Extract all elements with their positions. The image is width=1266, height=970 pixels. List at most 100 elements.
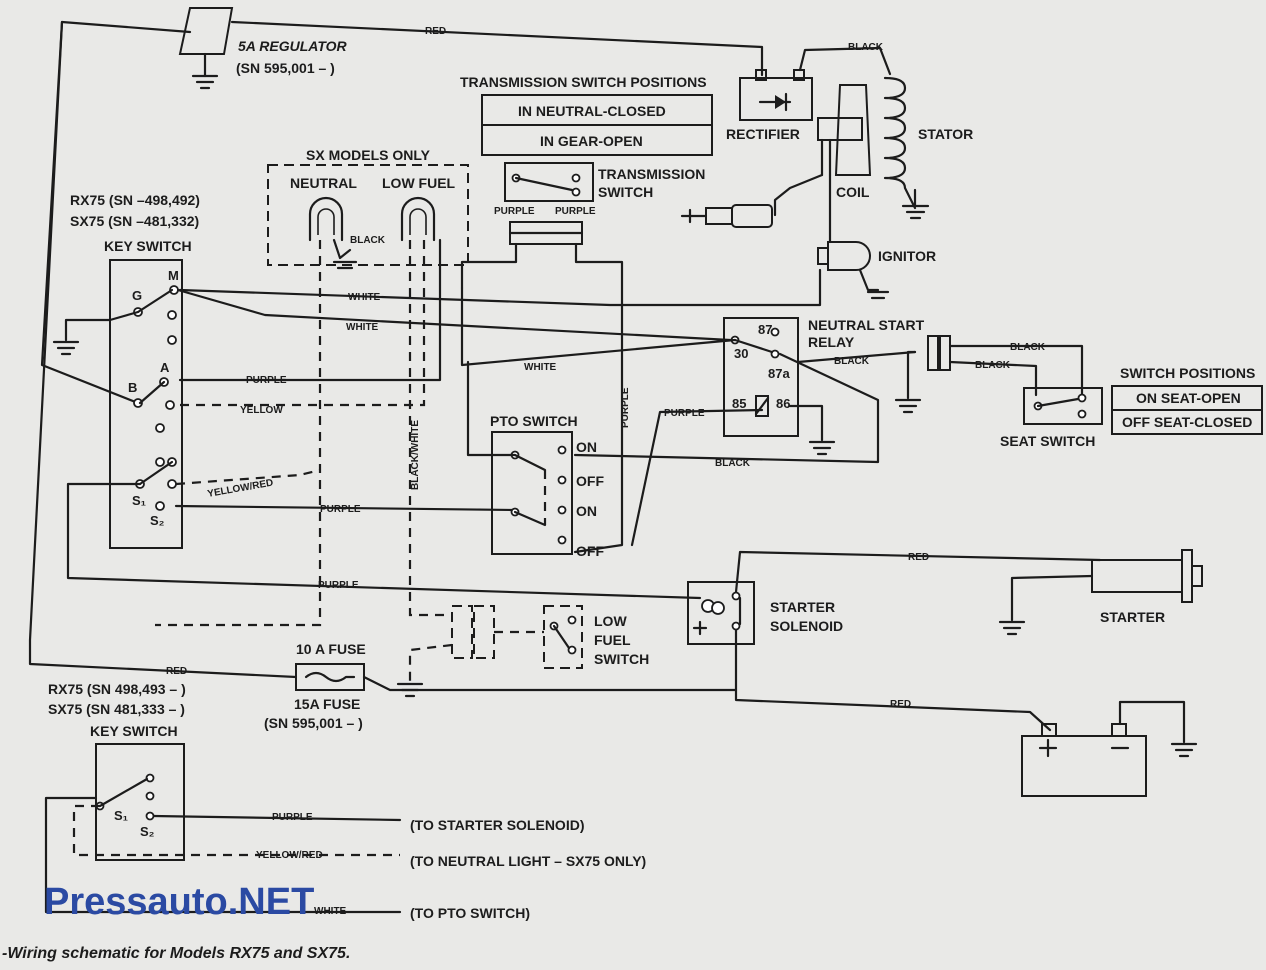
wire-white-ignitor — [178, 268, 822, 307]
wire-purple-s2-pto — [174, 504, 517, 512]
wire-label-purple-t1: PURPLE — [494, 206, 535, 217]
sx-models-label: SX MODELS ONLY — [306, 147, 431, 163]
wire-label-red-top: RED — [425, 26, 446, 37]
pto-switch-label: PTO SWITCH — [490, 413, 578, 429]
term-s1: S₁ — [132, 493, 146, 508]
wire-label-black-neutral: BLACK — [350, 235, 386, 246]
wire-red-fuse-right — [362, 675, 738, 692]
wire-label-red-starter: RED — [908, 552, 929, 563]
pto-on-1: ON — [576, 439, 597, 455]
trans-pos-neutral: IN NEUTRAL-CLOSED — [518, 103, 666, 119]
term-s1-lower: S₁ — [114, 808, 128, 823]
wire-label-purple-s2: PURPLE — [320, 504, 361, 515]
wire-label-yellow-red-out: YELLOW/RED — [256, 850, 323, 861]
rx75-sn-label: RX75 (SN –498,492) — [70, 192, 200, 208]
trans-pos-gear: IN GEAR-OPEN — [540, 133, 643, 149]
regulator-label: 5A REGULATOR — [238, 38, 348, 54]
wire-dash-lowfuel-ground — [408, 643, 453, 682]
to-starter-label: (TO STARTER SOLENOID) — [410, 817, 584, 833]
wire-label-black-pto: BLACK — [715, 458, 751, 469]
term-g: G — [132, 288, 142, 303]
pto-switch: PTO SWITCH ON OFF ON OFF — [490, 413, 604, 559]
fuse-sn-label: (SN 595,001 – ) — [264, 715, 363, 731]
low-fuel-switch-label-2: FUEL — [594, 632, 631, 648]
wire-label-black-stator: BLACK — [848, 42, 884, 53]
fuse-15a-label: 15A FUSE — [294, 696, 360, 712]
wire-label-black-seat1: BLACK — [1010, 342, 1046, 353]
switch-positions-label: SWITCH POSITIONS — [1120, 365, 1255, 381]
wire-trans-right-purple — [573, 242, 624, 554]
regulator-sn-label: (SN 595,001 – ) — [236, 60, 335, 76]
relay-86: 86 — [776, 396, 790, 411]
wire-purple-long — [66, 482, 702, 600]
starter-label: STARTER — [1100, 609, 1165, 625]
wire-label-black-white: BLACK/WHITE — [410, 420, 421, 490]
wire-dash-black-white — [408, 240, 450, 617]
starter-solenoid-label-1: STARTER — [770, 599, 835, 615]
stator-label: STATOR — [918, 126, 973, 142]
relay-30: 30 — [734, 346, 748, 361]
rectifier: RECTIFIER — [726, 69, 813, 142]
seat-connector — [894, 335, 951, 414]
transmission-switch-table: TRANSMISSION SWITCH POSITIONS IN NEUTRAL… — [460, 74, 713, 156]
wire-label-purple-vert: PURPLE — [620, 387, 631, 428]
wire-relay-ground — [788, 404, 824, 442]
wire-white-trans-relay — [460, 286, 737, 367]
rectifier-label: RECTIFIER — [726, 126, 800, 142]
term-b: B — [128, 380, 137, 395]
spark-plug — [680, 204, 773, 228]
caption: -Wiring schematic for Models RX75 and SX… — [2, 945, 350, 962]
low-fuel-label: LOW FUEL — [382, 175, 456, 191]
wire-pto-white — [466, 360, 517, 457]
key-switch-label: KEY SWITCH — [104, 238, 192, 254]
sx75-sn2-label: SX75 (SN 481,333 – ) — [48, 701, 185, 717]
wire-purple-lowfuel — [178, 238, 442, 382]
wire-dash-yellow — [170, 240, 426, 407]
wire-red-fuse-left — [28, 20, 298, 679]
wire-label-white-out: WHITE — [314, 906, 347, 917]
coil-label: COIL — [836, 184, 870, 200]
wire-black-relay-pto — [573, 352, 880, 464]
pto-off-1: OFF — [576, 473, 604, 489]
pto-on-2: ON — [576, 503, 597, 519]
relay-87a: 87a — [768, 366, 790, 381]
wire-label-purple-b: PURPLE — [246, 375, 287, 386]
wire-red-battery — [734, 628, 1052, 732]
trans-switch-label-1: TRANSMISSION — [598, 166, 705, 182]
fuse: 10 A FUSE 15A FUSE (SN 595,001 – ) — [264, 641, 366, 731]
sx75-sn-label: SX75 (SN –481,332) — [70, 213, 199, 229]
trans-switch-label-2: SWITCH — [598, 184, 653, 200]
ignitor-label: IGNITOR — [878, 248, 936, 264]
wire-label-white1: WHITE — [348, 292, 381, 303]
wire-black-seat-2 — [948, 360, 1038, 397]
wire-label-red-fuse: RED — [166, 666, 187, 677]
sx-models-box: SX MODELS ONLY NEUTRAL LOW FUEL BLACK — [267, 147, 469, 270]
key-switch2-label: KEY SWITCH — [90, 723, 178, 739]
wire-white-out — [44, 796, 402, 914]
on-seat-label: ON SEAT-OPEN — [1136, 390, 1241, 406]
wire-purple-relay — [630, 408, 764, 547]
term-m: M — [168, 268, 179, 283]
relay-87: 87 — [758, 322, 772, 337]
seat-switch-label: SEAT SWITCH — [1000, 433, 1095, 449]
to-neutral-label: (TO NEUTRAL LIGHT – SX75 ONLY) — [410, 853, 646, 869]
wire-dash-neutral — [155, 240, 322, 627]
low-fuel-connector — [451, 605, 495, 659]
wire-red-regulator-rectifier — [230, 20, 764, 77]
watermark: Pressauto.NET — [44, 881, 314, 923]
low-fuel-switch-label-3: SWITCH — [594, 651, 649, 667]
battery — [1021, 700, 1198, 797]
wire-label-purple-t2: PURPLE — [555, 206, 596, 217]
wire-label-yellow: YELLOW — [240, 405, 283, 416]
term-a: A — [160, 360, 170, 375]
seat-switch: SEAT SWITCH SWITCH POSITIONS ON SEAT-OPE… — [1000, 365, 1263, 449]
wire-label-white3: WHITE — [524, 362, 557, 373]
wire-white-key-relay — [176, 288, 732, 342]
regulator: 5A REGULATOR (SN 595,001 – ) — [178, 7, 348, 90]
off-seat-label: OFF SEAT-CLOSED — [1122, 414, 1252, 430]
wire-label-purple-out: PURPLE — [272, 812, 313, 823]
transmission-switch: TRANSMISSION SWITCH PURPLE PURPLE — [494, 162, 705, 245]
ignitor: IGNITOR — [817, 241, 936, 300]
wire-red-starter — [734, 550, 1102, 594]
